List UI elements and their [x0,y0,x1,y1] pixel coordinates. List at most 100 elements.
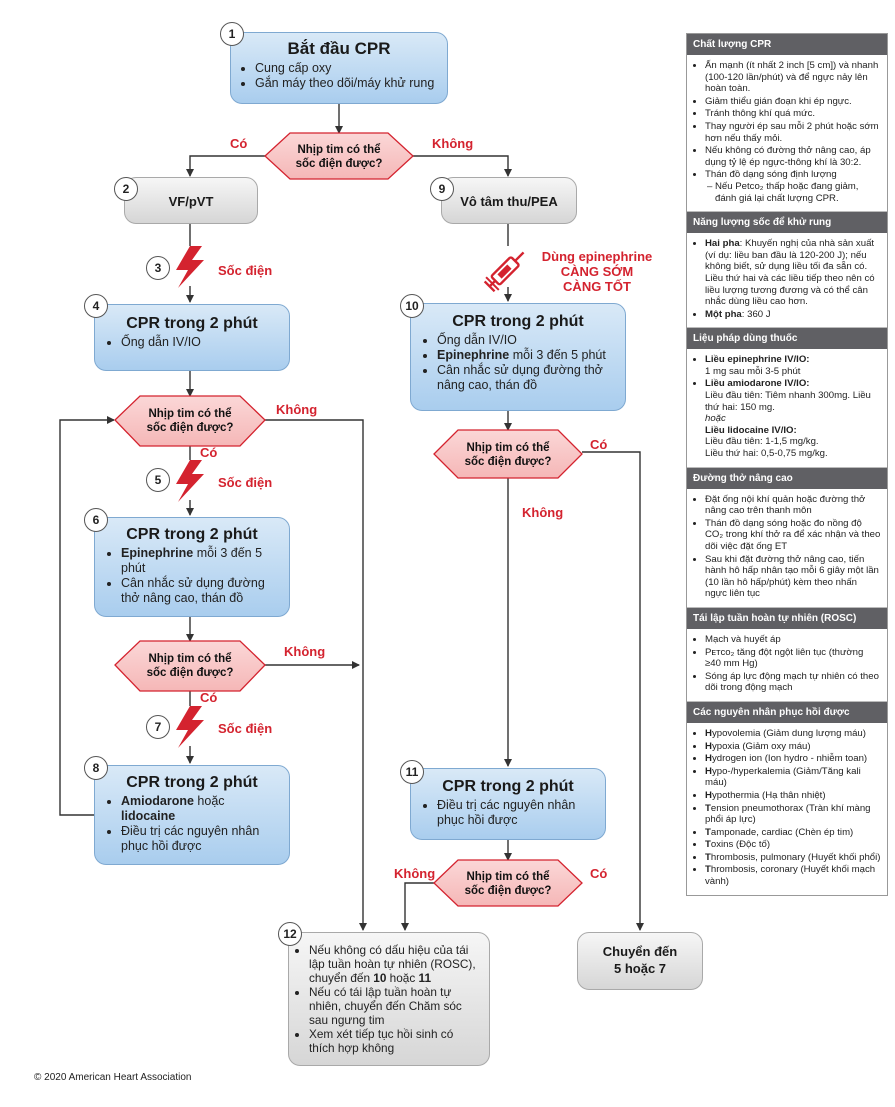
list-item: Hypothermia (Hạ thân nhiệt) [705,790,881,802]
section-header-drug-therapy: Liệu pháp dùng thuốc [687,328,887,350]
box-list: Ống dẫn IV/IO [107,335,277,350]
step-number: 5 [146,468,170,492]
list-item: Ấn mạnh (ít nhất 2 inch [5 cm]) và nhanh… [705,60,881,95]
shock-label: Sốc điện [218,475,273,490]
shock-lightning-icon [176,246,204,288]
label-no: Không [284,644,326,659]
list-item: Hydrogen ion (Ion hydro - nhiễm toan) [705,753,881,765]
label-yes: Có [200,445,218,460]
reference-sidebar: Chất lượng CPR Ấn mạnh (ít nhất 2 inch [… [686,33,888,896]
section-shock-energy: Hai pha: Khuyến nghị của nhà sản xuất (v… [687,233,887,329]
box-list: Cung cấp oxy Gắn máy theo dõi/máy khử ru… [241,61,437,91]
decision-shape-a [264,132,414,180]
list-item: Điều trị các nguyên nhân phục hồi được [437,798,593,828]
list-item: Một pha: 360 J [705,309,881,321]
decision-shape-c [114,640,266,692]
label-no: Không [394,866,436,881]
list-item: Hypovolemia (Giảm dung lượng máu) [705,728,881,740]
sub-item: – Nếu Petco₂ thấp hoặc đang giảm, đánh g… [707,180,859,204]
box-title: Vô tâm thu/PEA [460,194,558,209]
list-item: Điều trị các nguyên nhân phục hồi được [121,824,277,854]
box-list: Điều trị các nguyên nhân phục hồi được [423,798,593,828]
list-item: Thay người ép sau mỗi 2 phút hoặc sớm hơ… [705,121,881,144]
list-item: Ống dẫn IV/IO [121,335,277,350]
arrow-no-to-asystole [413,155,512,177]
box-cpr-8: CPR trong 2 phút Amiodarone hoặc lidocai… [94,765,290,865]
step-number: 11 [400,760,424,784]
list-item: Liều amiodarone IV/IO:Liều đầu tiên: Tiê… [705,378,881,459]
list-item: Thrombosis, coronary (Huyết khối mạch và… [705,864,881,887]
arrow-yes-to-transfer [582,451,644,931]
section-header-shock-energy: Năng lượng sốc để khử rung [687,212,887,234]
arrow-no-to-12 [265,419,367,931]
label-no: Không [276,402,318,417]
box-title: CPR trong 2 phút [442,778,574,795]
list-item: Epinephrine mỗi 3 đến 5 phút [121,546,277,576]
list-item: Thán đồ dạng sóng định lượng – Nếu Petco… [705,169,881,204]
label-yes: Có [230,136,248,151]
label-yes: Có [200,690,218,705]
list-item: Thrombosis, pulmonary (Huyết khối phổi) [705,852,881,864]
list-item: Cân nhắc sử dụng đường thở nâng cao, thá… [437,363,613,393]
box-list: Ống dẫn IV/IO Epinephrine mỗi 3 đến 5 ph… [423,333,613,393]
list-item: Tránh thông khí quá mức. [705,108,881,120]
arrow-no-to-12-b [401,882,434,931]
decision-shape-d [433,429,583,479]
section-reversible-causes: Hypovolemia (Giảm dung lượng máu) Hypoxi… [687,723,887,895]
list-item: Pᴇᴛᴄᴏ₂ tăng đột ngột liên tục (thường ≥4… [705,647,881,670]
list-item: Sóng áp lực động mạch tự nhiên có theo d… [705,671,881,694]
section-advanced-airway: Đặt ống nội khí quản hoặc đường thở nâng… [687,489,887,608]
box-title: Bắt đầu CPR [287,39,391,58]
list-item: Hai pha: Khuyến nghị của nhà sản xuất (v… [705,238,881,308]
section-header-rosc: Tái lập tuần hoàn tự nhiên (ROSC) [687,607,887,629]
box-list: Epinephrine mỗi 3 đến 5 phút Cân nhắc sử… [107,546,277,606]
list-item: Đặt ống nội khí quản hoặc đường thở nâng… [705,494,881,517]
box-vf-pvt: VF/pVT [124,177,258,224]
shock-label: Sốc điện [218,721,273,736]
list-item: Cân nhắc sử dụng đường thở nâng cao, thá… [121,576,277,606]
section-header-advanced-airway: Đường thở nâng cao [687,467,887,489]
decision-shape-e [433,859,583,907]
copyright: © 2020 American Heart Association [34,1072,192,1083]
list-item: Gắn máy theo dõi/máy khử rung [255,76,437,91]
list-item: Hypo-/hyperkalemia (Giảm/Tăng kali máu) [705,766,881,789]
label-no: Không [522,505,564,520]
step-number: 3 [146,256,170,280]
label-yes: Có [590,866,608,881]
box-title: VF/pVT [168,194,214,209]
box-asystole-pea: Vô tâm thu/PEA [441,177,577,224]
list-item: Xem xét tiếp tục hồi sinh có thích hợp k… [309,1027,479,1055]
syringe-icon [483,251,525,293]
shock-label: Sốc điện [218,263,273,278]
box-start-cpr: Bắt đầu CPR Cung cấp oxy Gắn máy theo dõ… [230,32,448,104]
list-item: Cung cấp oxy [255,61,437,76]
decision-shape-b [114,395,266,447]
list-item: Giảm thiểu gián đoạn khi ép ngực. [705,96,881,108]
list-item: Nếu có tái lập tuần hoàn tự nhiên, chuyể… [309,985,479,1027]
step-number: 7 [146,715,170,739]
step-number: 10 [400,294,424,318]
list-item: Amiodarone hoặc lidocaine [121,794,277,824]
step-number: 9 [430,177,454,201]
box-cpr-10: CPR trong 2 phút Ống dẫn IV/IO Epinephri… [410,303,626,411]
box-list: Nếu không có dấu hiệu của tái lập tuần h… [295,943,479,1055]
arrow-yes-to-vf [186,155,265,177]
section-cpr-quality: Ấn mạnh (ít nhất 2 inch [5 cm]) và nhanh… [687,55,887,213]
step-number: 6 [84,508,108,532]
list-item: Ống dẫn IV/IO [437,333,613,348]
list-item: Tamponade, cardiac (Chèn ép tim) [705,827,881,839]
section-drug-therapy: Liều epinephrine IV/IO:1 mg sau mỗi 3-5 … [687,349,887,468]
step-number: 12 [278,922,302,946]
list-item: Hypoxia (Giảm oxy máu) [705,741,881,753]
shock-lightning-icon [176,706,204,748]
list-item: Epinephrine mỗi 3 đến 5 phút [437,348,613,363]
box-outcome-12: Nếu không có dấu hiệu của tái lập tuần h… [288,932,490,1066]
box-cpr-6: CPR trong 2 phút Epinephrine mỗi 3 đến 5… [94,517,290,617]
